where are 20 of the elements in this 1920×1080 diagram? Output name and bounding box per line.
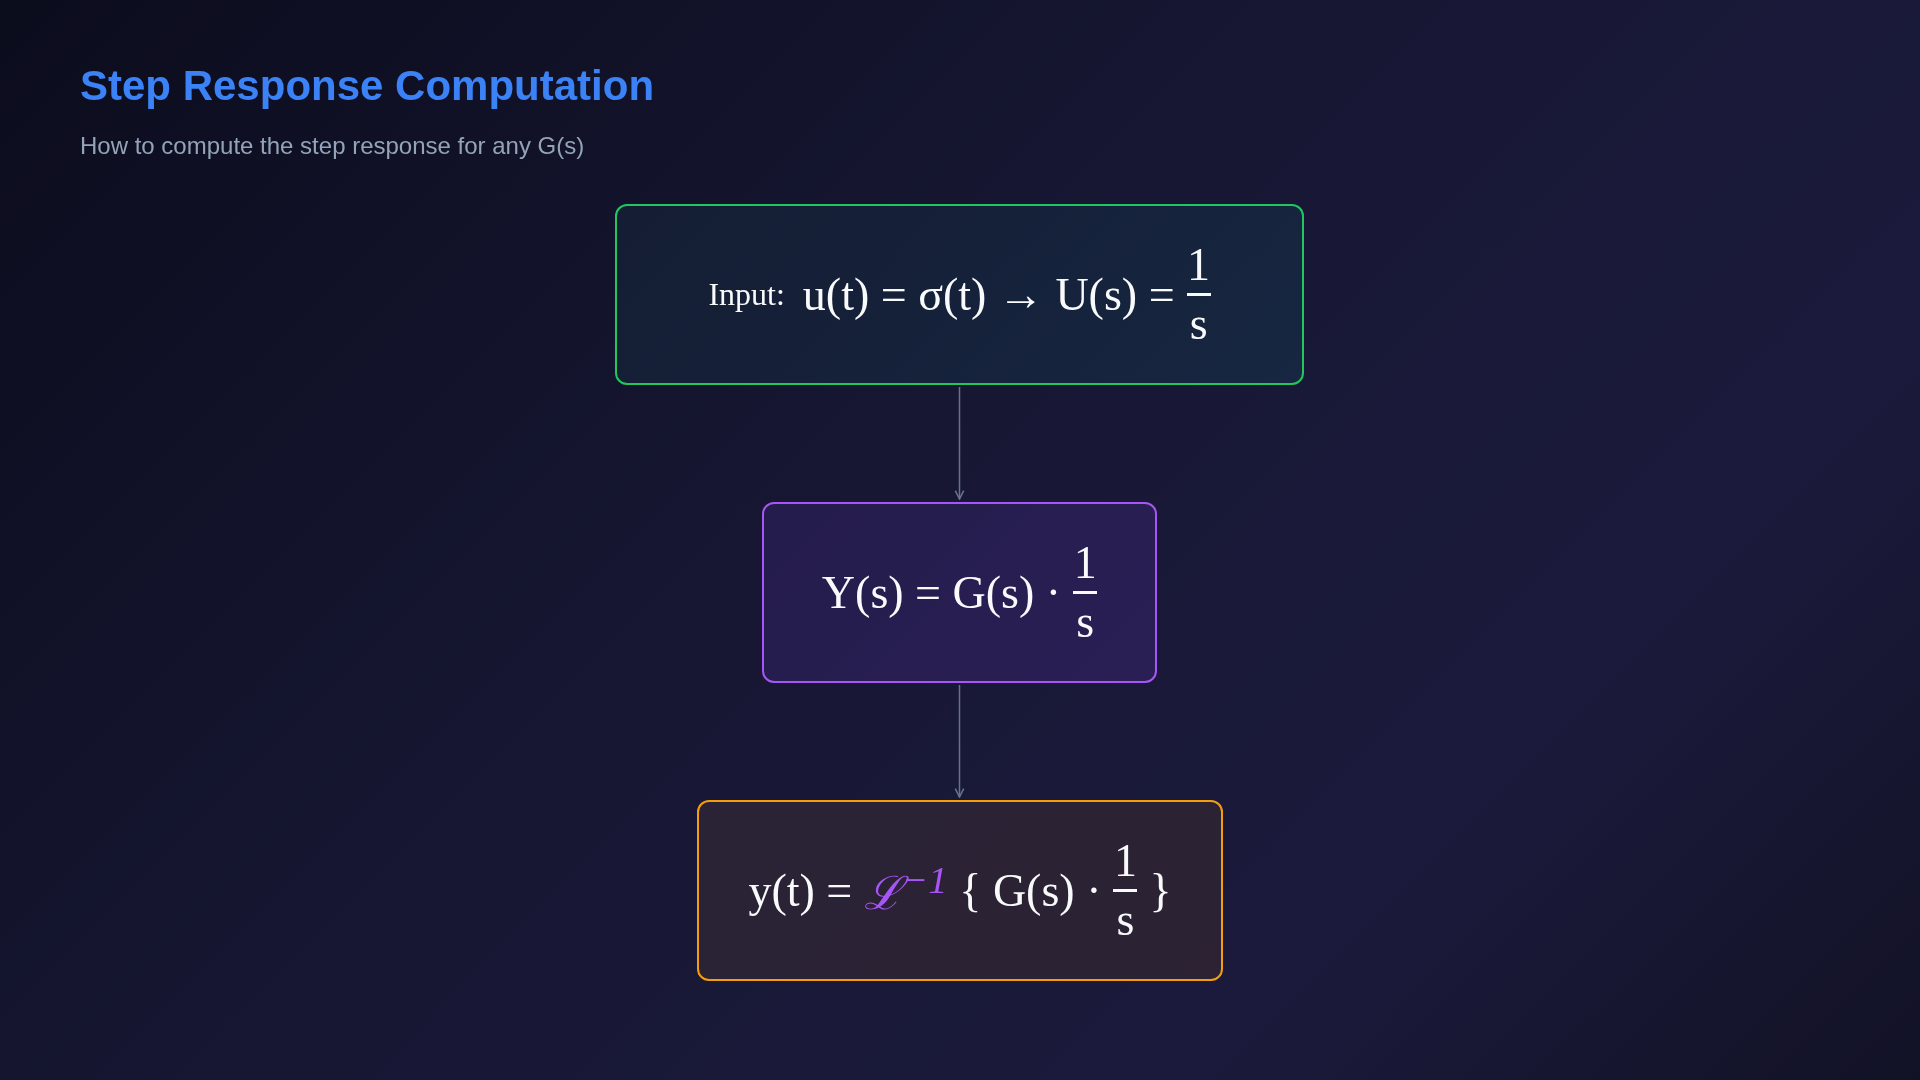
title: Step Response Computation [80,62,655,110]
formula-text: { G(s) · [959,864,1102,917]
formula-text: y(t) = [748,864,853,917]
subtitle: How to compute the step response for any G(s) [80,132,585,160]
input-label: Input: [708,276,785,313]
fraction-denominator: s [1076,598,1095,647]
formula-text: Y(s) = G(s) · [821,566,1062,619]
arrow [954,386,965,500]
fraction-denominator: s [1189,300,1208,349]
arrow [954,684,965,798]
formula-text: u(t) = σ(t) → U(s) = [802,268,1175,321]
formula-box [762,502,1157,683]
fraction-denominator: s [1116,896,1135,945]
fraction-numerator: 1 [1187,240,1211,289]
fraction-numerator: 1 [1073,538,1097,587]
formula-text: } [1149,864,1172,917]
laplace-symbol: ℒ$^{−1}$ [864,858,948,922]
formula-box [697,800,1223,981]
fraction-numerator: 1 [1113,836,1137,885]
formula-box [615,204,1304,385]
